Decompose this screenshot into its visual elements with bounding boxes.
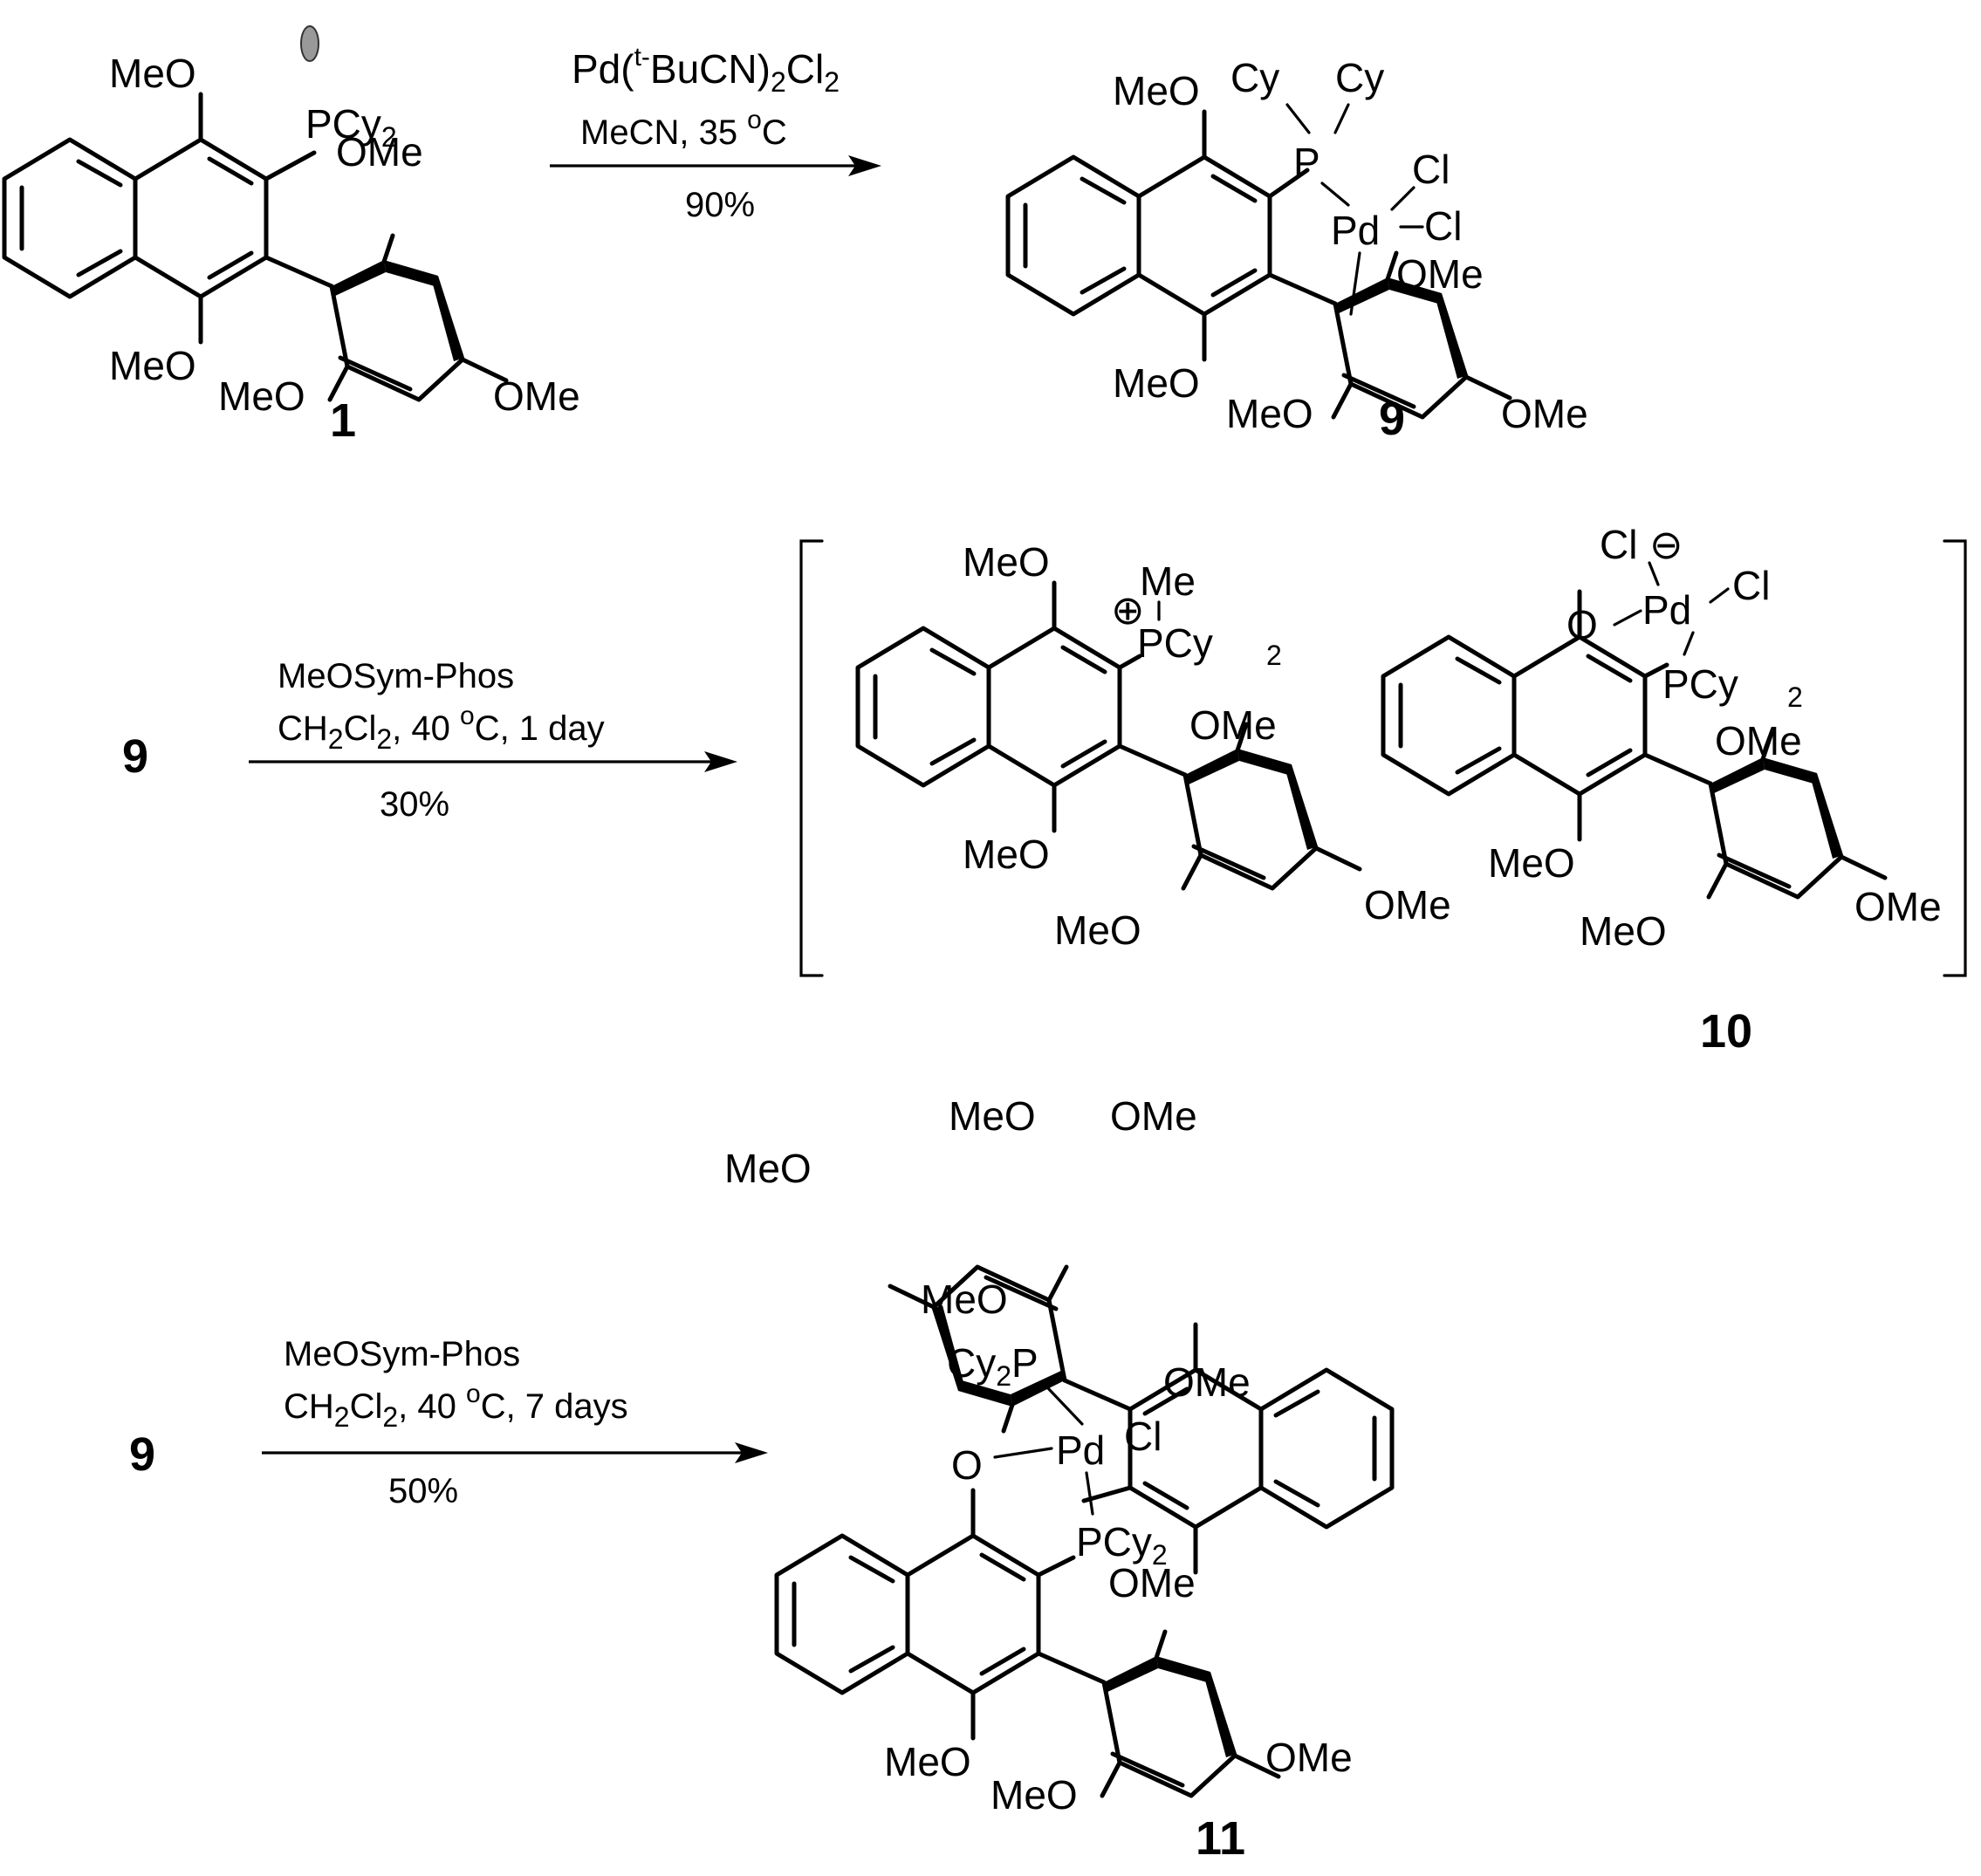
svg-text:Pd: Pd [1642,587,1691,633]
svg-text:Cy: Cy [1230,55,1279,100]
svg-text:Cl: Cl [1600,522,1637,567]
right-bracket [1943,539,1967,977]
svg-text:MeO: MeO [109,343,196,388]
reagent-3: MeOSym-Phos [284,1335,520,1373]
svg-text:OMe: OMe [1364,882,1451,928]
yield-2: 30% [380,785,449,824]
c11-lower-meo-bottom: MeO [991,1772,1078,1818]
svg-text:⊕: ⊕ [1111,587,1145,633]
compound-label-1: 1 [330,394,356,447]
c11-upper-meo-left: MeO [724,1146,812,1191]
compound-label-9-start-row3: 9 [129,1428,155,1481]
compound-label-10: 10 [1700,1005,1752,1058]
c11-upper-meo-top: MeO [949,1093,1036,1139]
c11-lower-pcy-label: PCy2 [1076,1519,1168,1571]
reaction-arrow-2: MeOSym-Phos CH2Cl2, 40 oC, 1 day 30% [249,657,737,824]
svg-text:MeO: MeO [1054,907,1141,953]
svg-text:PCy: PCy [1662,661,1738,707]
c11-lower-ome-top: OMe [1108,1560,1196,1606]
svg-text:⊖: ⊖ [1649,522,1683,567]
conditions-2: CH2Cl2, 40 oC, 1 day [278,702,605,755]
c11-lower-meo-left: MeO [884,1739,971,1784]
svg-text:OMe: OMe [1501,391,1588,436]
svg-text:OMe: OMe [1396,251,1484,297]
c11-o-label: O [951,1442,983,1488]
yield-1: 90% [685,186,755,224]
conditions-3: CH2Cl2, 40 oC, 7 days [284,1380,628,1433]
svg-text:Cy: Cy [1335,55,1384,100]
svg-text:OMe: OMe [1854,884,1942,929]
compound-10-anion: PCy 2 O Pd Cl ⊖ Cl MeO OMe MeO OMe [1383,522,1942,954]
svg-text:OMe: OMe [1189,702,1277,748]
c11-upper-ome-top: OMe [1110,1093,1197,1139]
svg-text:OMe: OMe [493,373,580,419]
c11-cl-label: Cl [1124,1414,1162,1459]
reagent-2: MeOSym-Phos [278,657,514,695]
compound-1-structure: PCy2 MeO MeO OMe MeO OMe [4,25,580,419]
svg-text:MeO: MeO [1113,360,1200,406]
svg-text:MeO: MeO [963,539,1050,585]
svg-text:P: P [1293,140,1320,185]
compound-label-9: 9 [1379,393,1405,445]
reagent-1: Pd(t-BuCN)2Cl2 [572,43,840,98]
compound-9-structure: P Cy Cy Pd Cl Cl MeO MeO OMe MeO OMe [1008,55,1588,436]
svg-text:Cl: Cl [1732,563,1770,608]
compound-10-cation: PCy 2 ⊕ Me MeO MeO OMe MeO OMe [858,539,1451,953]
svg-text:Cl: Cl [1424,203,1462,249]
svg-text:OMe: OMe [336,129,423,175]
svg-text:MeO: MeO [963,832,1050,877]
c11-cy2p-label: Cy2P [947,1340,1038,1392]
reaction-arrow-1: Pd(t-BuCN)2Cl2 MeCN, 35 oC 90% [550,43,881,224]
svg-text:Cl: Cl [1412,147,1450,192]
compound-label-9-start-row2: 9 [122,730,148,783]
svg-text:MeO: MeO [1488,840,1575,886]
svg-text:MeO: MeO [1226,391,1313,436]
svg-text:OMe: OMe [1715,718,1802,763]
svg-text:PCy: PCy [1137,620,1213,666]
reaction-arrow-3: MeOSym-Phos CH2Cl2, 40 oC, 7 days 50% [262,1335,768,1510]
compound-11-lower-ligand [777,1490,1278,1796]
svg-text:PCy2: PCy2 [305,101,397,153]
svg-text:2: 2 [1266,640,1282,671]
svg-text:O: O [1566,602,1598,647]
compound-label-11: 11 [1196,1812,1245,1865]
yield-3: 50% [388,1472,458,1510]
left-bracket [799,539,824,977]
svg-text:MeO: MeO [109,51,196,96]
svg-text:Pd: Pd [1331,208,1380,253]
svg-text:2: 2 [1787,681,1803,713]
svg-text:MeO: MeO [1580,908,1667,954]
svg-text:MeO: MeO [218,373,305,419]
c11-pd-label: Pd [1056,1428,1105,1473]
c11-lower-ome-right: OMe [1265,1735,1353,1780]
c11-upper-ome-bottom: OMe [1163,1359,1251,1405]
svg-text:MeO: MeO [1113,68,1200,113]
conditions-1: MeCN, 35 oC [580,106,787,152]
svg-text:Me: Me [1140,558,1196,604]
c11-upper-meo-bottom: MeO [921,1277,1008,1322]
